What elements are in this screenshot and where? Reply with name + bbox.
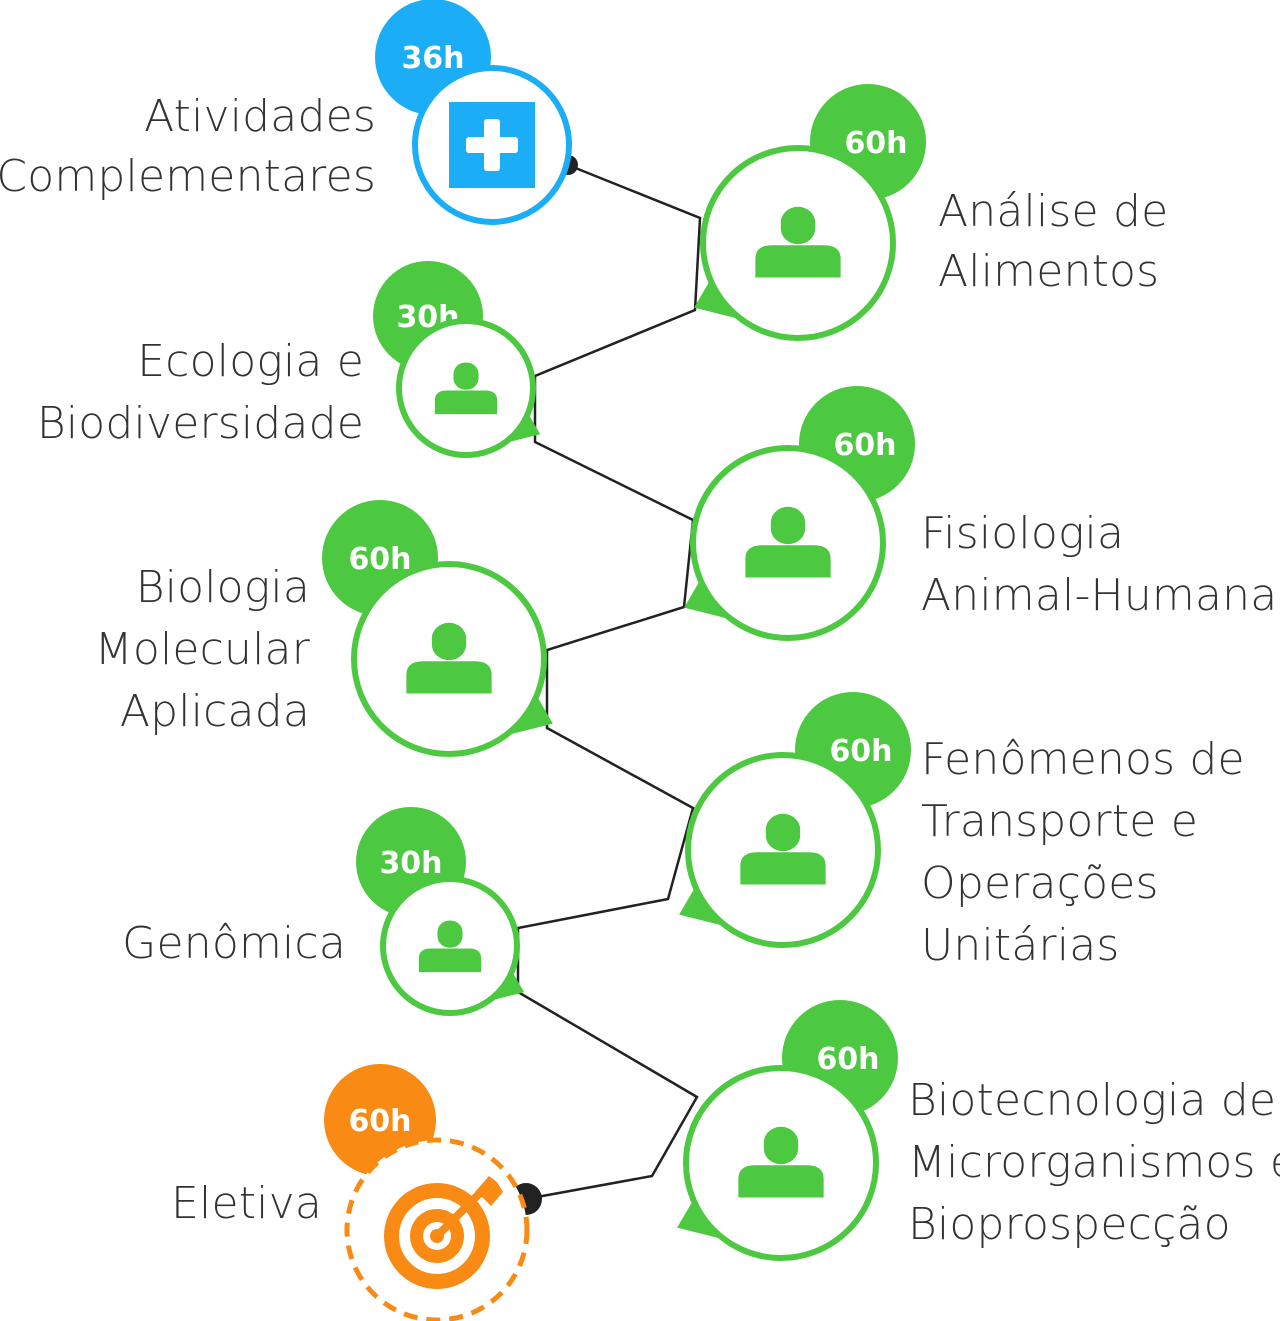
person-body	[406, 661, 492, 694]
node-label-line: Genômica	[122, 918, 346, 969]
hours-badge-label: 60h	[816, 1042, 879, 1077]
person-icon	[740, 813, 826, 885]
person-head	[765, 813, 801, 852]
plus-bar-v	[484, 119, 500, 171]
person-icon	[406, 622, 492, 694]
person-body	[740, 852, 826, 885]
person-icon	[755, 206, 841, 278]
person-head	[437, 920, 463, 948]
node-label-line: Análise de	[938, 186, 1168, 237]
person-head	[763, 1126, 799, 1165]
node-label-line: Alimentos	[938, 246, 1159, 297]
person-icon	[418, 920, 482, 973]
hours-badge-label: 60h	[348, 542, 411, 577]
node-label-line: Unitárias	[921, 920, 1120, 971]
plus-icon	[449, 102, 535, 188]
hours-badge-label: 60h	[844, 126, 907, 161]
node-label: Análise de Alimentos	[938, 186, 1168, 297]
person-body	[755, 245, 841, 278]
node-label-line: Operações	[921, 858, 1159, 909]
connector-line	[516, 163, 702, 1201]
node-label-line: Bioprospecção	[908, 1199, 1231, 1250]
node-label-line: Transporte e	[921, 796, 1198, 847]
node-label-line: Fenômenos de	[921, 734, 1245, 785]
target-icon	[384, 1176, 503, 1289]
node-label-line: Biodiversidade	[37, 398, 364, 449]
node-fenomenos: 60h Fenômenos de Transporte e OperaçõesUnit…	[679, 692, 1245, 971]
person-body	[738, 1165, 824, 1198]
node-label-line: Animal-Humana	[921, 570, 1277, 621]
node-label: Genômica	[122, 918, 346, 969]
target-arrow-shaft	[435, 1184, 489, 1238]
person-icon	[434, 362, 498, 415]
node-label-line: Molecular	[95, 624, 311, 675]
person-body	[745, 545, 831, 578]
node-label: Ecologia e Biodiversidade	[37, 336, 364, 449]
person-head	[453, 362, 479, 390]
node-label-line: Eletiva	[171, 1178, 322, 1229]
node-label: Biotecnologia de Microrganismos e Bioprosp…	[908, 1075, 1280, 1250]
target-arrow-fletch-2	[483, 1182, 503, 1206]
node-label-line: Microrganismos e	[908, 1137, 1280, 1188]
target-arrow-fletch-1	[475, 1176, 497, 1198]
person-head	[431, 622, 467, 661]
hours-badge-label: 36h	[401, 41, 464, 76]
hours-badge-label: 30h	[379, 846, 442, 881]
node-label-line: Ecologia e	[137, 336, 364, 387]
person-icon	[745, 506, 831, 578]
node-label-line: Aplicada	[120, 686, 310, 737]
person-icon	[738, 1126, 824, 1198]
node-label-line: Complementares	[0, 151, 376, 202]
person-body	[418, 948, 482, 973]
person-head	[770, 506, 806, 545]
node-label-line: Biotecnologia de	[908, 1075, 1276, 1126]
hours-badge-label: 60h	[829, 734, 892, 769]
person-head	[780, 206, 816, 245]
hours-badge-label: 60h	[348, 1104, 411, 1139]
node-label-line: Fisiologia	[921, 508, 1124, 559]
node-label-line: Biologia	[136, 562, 310, 613]
node-label-line: Atividades	[144, 91, 376, 142]
node-label: Eletiva	[171, 1178, 322, 1229]
node-label: Fenômenos de Transporte e OperaçõesUnitári…	[921, 734, 1245, 971]
hours-badge-label: 60h	[833, 428, 896, 463]
person-body	[434, 390, 498, 415]
